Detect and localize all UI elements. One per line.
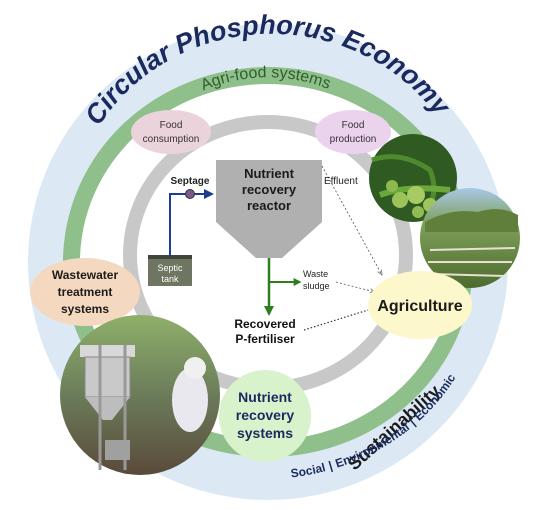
septic-tank-line1: Septic [157,263,183,273]
nutrient-recovery-reactor: Nutrient recovery reactor [216,160,322,258]
food-production-bubble: Food production [315,110,391,154]
pump-icon [185,189,195,199]
nutrient-systems-line3: systems [237,425,293,441]
septic-tank: Septic tank [148,255,192,286]
recovered-line2: P-fertiliser [235,332,295,346]
septage-label: Septage [171,176,210,187]
food-consumption-bubble: Food consumption [131,110,211,154]
wastewater-treatment-bubble: Wastewater treatment systems [30,258,140,326]
food-production-line1: Food [342,120,365,131]
reactor-line3: reactor [247,198,291,213]
nutrient-systems-line2: recovery [236,407,295,423]
effluent-label: Effluent [324,176,358,187]
reactor-line1: Nutrient [244,166,295,181]
wastewater-line1: Wastewater [52,268,119,282]
food-consumption-line1: Food [160,120,183,131]
fertiliser-to-agriculture-arrow [303,309,369,331]
reactor-line2: recovery [242,182,297,197]
nutrient-systems-line1: Nutrient [238,389,292,405]
nutrient-recovery-systems-bubble: Nutrient recovery systems [219,370,311,462]
sludge-to-agriculture-arrow [335,281,375,292]
food-consumption-line2: consumption [143,134,200,145]
waste-sludge-line1: Waste [303,269,328,279]
agriculture-bubble: Agriculture [368,271,472,339]
wastewater-line3: systems [61,302,109,316]
waste-sludge-line2: sludge [303,281,330,291]
septage-pipe [169,189,214,256]
lab-reactor-photo [60,315,220,475]
agriculture-label: Agriculture [377,298,462,315]
effluent-arrow [321,165,382,275]
tomato-plant-photo [369,134,457,222]
wastewater-line2: treatment [58,285,113,299]
recovered-line1: Recovered [234,317,295,331]
pillar-divider-2: | [406,415,418,428]
food-production-line2: production [330,134,377,145]
pillar-divider-1: | [327,458,334,472]
farm-field-photo [420,188,520,288]
septic-tank-line2: tank [161,274,179,284]
